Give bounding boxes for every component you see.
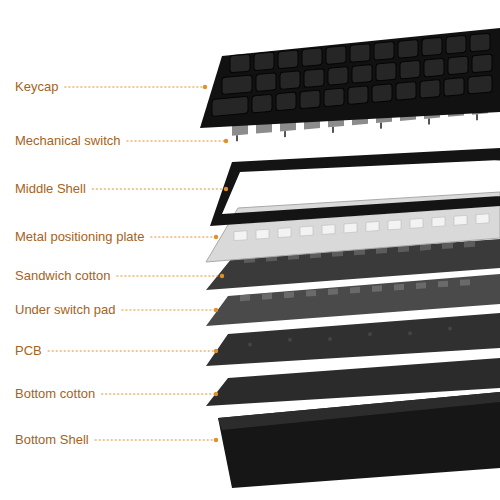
- part-label: Bottom Shell: [15, 432, 89, 448]
- keycap-block: [200, 28, 500, 128]
- pcb-dots: [248, 326, 452, 346]
- part-label: Mechanical switch: [15, 133, 121, 149]
- leader-dot: [214, 308, 218, 312]
- leader-dot: [214, 349, 218, 353]
- leader-line: [64, 87, 205, 88]
- leader-line: [101, 394, 216, 395]
- part-label: Middle Shell: [15, 181, 86, 197]
- leader-dot: [220, 274, 224, 278]
- leader-line: [116, 276, 222, 277]
- leader-line: [48, 351, 216, 352]
- leader-line: [92, 189, 226, 190]
- leader-dot: [203, 85, 207, 89]
- part-label: Keycap: [15, 79, 58, 95]
- bottom-shell: [218, 392, 500, 488]
- middle-shell: [210, 148, 500, 226]
- part-label: Bottom cotton: [15, 386, 95, 402]
- leader-line: [127, 141, 227, 142]
- leader-dot: [214, 438, 218, 442]
- leader-line: [121, 310, 216, 311]
- part-label: Metal positioning plate: [15, 229, 144, 245]
- bottom-cotton: [206, 358, 500, 406]
- leader-dot: [214, 235, 218, 239]
- leader-dot: [214, 392, 218, 396]
- keycaps: [212, 33, 492, 116]
- leader-line: [95, 440, 216, 441]
- leader-dot: [224, 187, 228, 191]
- leader-line: [150, 237, 216, 238]
- part-label: PCB: [15, 343, 42, 359]
- part-label: Sandwich cotton: [15, 268, 110, 284]
- leader-dot: [224, 139, 228, 143]
- part-label: Under switch pad: [15, 302, 115, 318]
